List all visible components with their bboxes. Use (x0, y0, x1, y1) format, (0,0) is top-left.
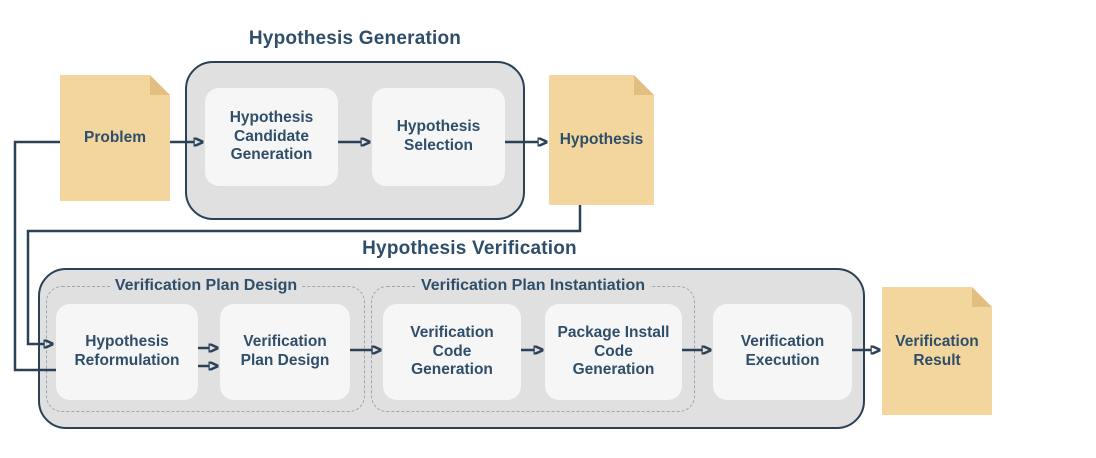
problem-document-icon: Problem (60, 75, 170, 201)
step-label: Hypothesis Candidate Generation (229, 108, 314, 164)
step-label: Verification Code Generation (410, 323, 494, 379)
document-label: Hypothesis (559, 131, 644, 149)
verification-plan-instantiation-group-label: Verification Plan Instantiation (415, 277, 651, 295)
step-label: Verification Execution (740, 333, 825, 369)
step-hypothesis-candidate-generation: Hypothesis Candidate Generation (205, 88, 338, 186)
step-verification-plan-design: Verification Plan Design (220, 304, 350, 400)
document-fold (972, 287, 992, 307)
step-package-install-code-generation: Package Install Code Generation (545, 304, 682, 400)
document-label: Problem (83, 129, 146, 147)
step-hypothesis-reformulation: Hypothesis Reformulation (56, 304, 198, 400)
verification-result-document-icon: Verification Result (882, 287, 992, 415)
document-fold (150, 75, 170, 95)
document-fold (634, 75, 654, 95)
verification-plan-design-group-label: Verification Plan Design (109, 277, 303, 295)
hypothesis-document-icon: Hypothesis (549, 75, 654, 205)
step-label: Package Install Code Generation (557, 323, 670, 379)
step-label: Hypothesis Reformulation (74, 333, 180, 369)
step-verification-code-generation: Verification Code Generation (383, 304, 521, 400)
step-label: Hypothesis Selection (396, 118, 481, 154)
hypothesis-generation-title: Hypothesis Generation (248, 28, 462, 49)
hypothesis-verification-title: Hypothesis Verification (362, 238, 577, 259)
step-verification-execution: Verification Execution (713, 304, 852, 400)
step-hypothesis-selection: Hypothesis Selection (372, 88, 505, 186)
document-label: Verification Result (895, 332, 979, 369)
step-label: Verification Plan Design (240, 333, 330, 369)
